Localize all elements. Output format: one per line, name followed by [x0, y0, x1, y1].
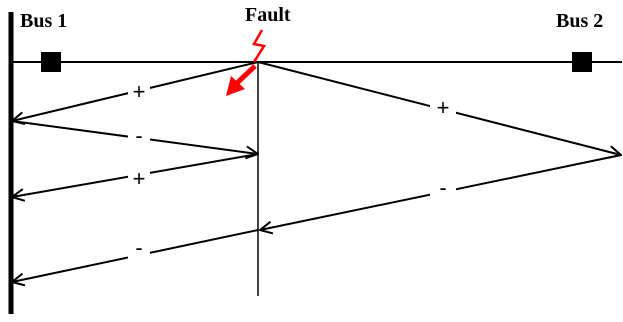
wave-sign-4: +	[437, 95, 450, 120]
wave-sign-3: +	[133, 166, 146, 191]
bus2-label: Bus 2	[556, 10, 603, 32]
bus1-breaker	[41, 52, 61, 72]
wave-sign-2: -	[135, 123, 142, 148]
bus1-label: Bus 1	[20, 10, 67, 32]
fault-arrow-shaft	[234, 64, 257, 86]
wave-sign-1: +	[133, 79, 146, 104]
bus2-breaker	[572, 52, 592, 72]
wave-sign-5: -	[439, 175, 446, 200]
fault-arrow-head-icon	[226, 76, 245, 96]
wave-sign-6: -	[135, 235, 142, 260]
fault-lightning-icon	[252, 29, 267, 63]
fault-label: Fault	[245, 4, 291, 26]
